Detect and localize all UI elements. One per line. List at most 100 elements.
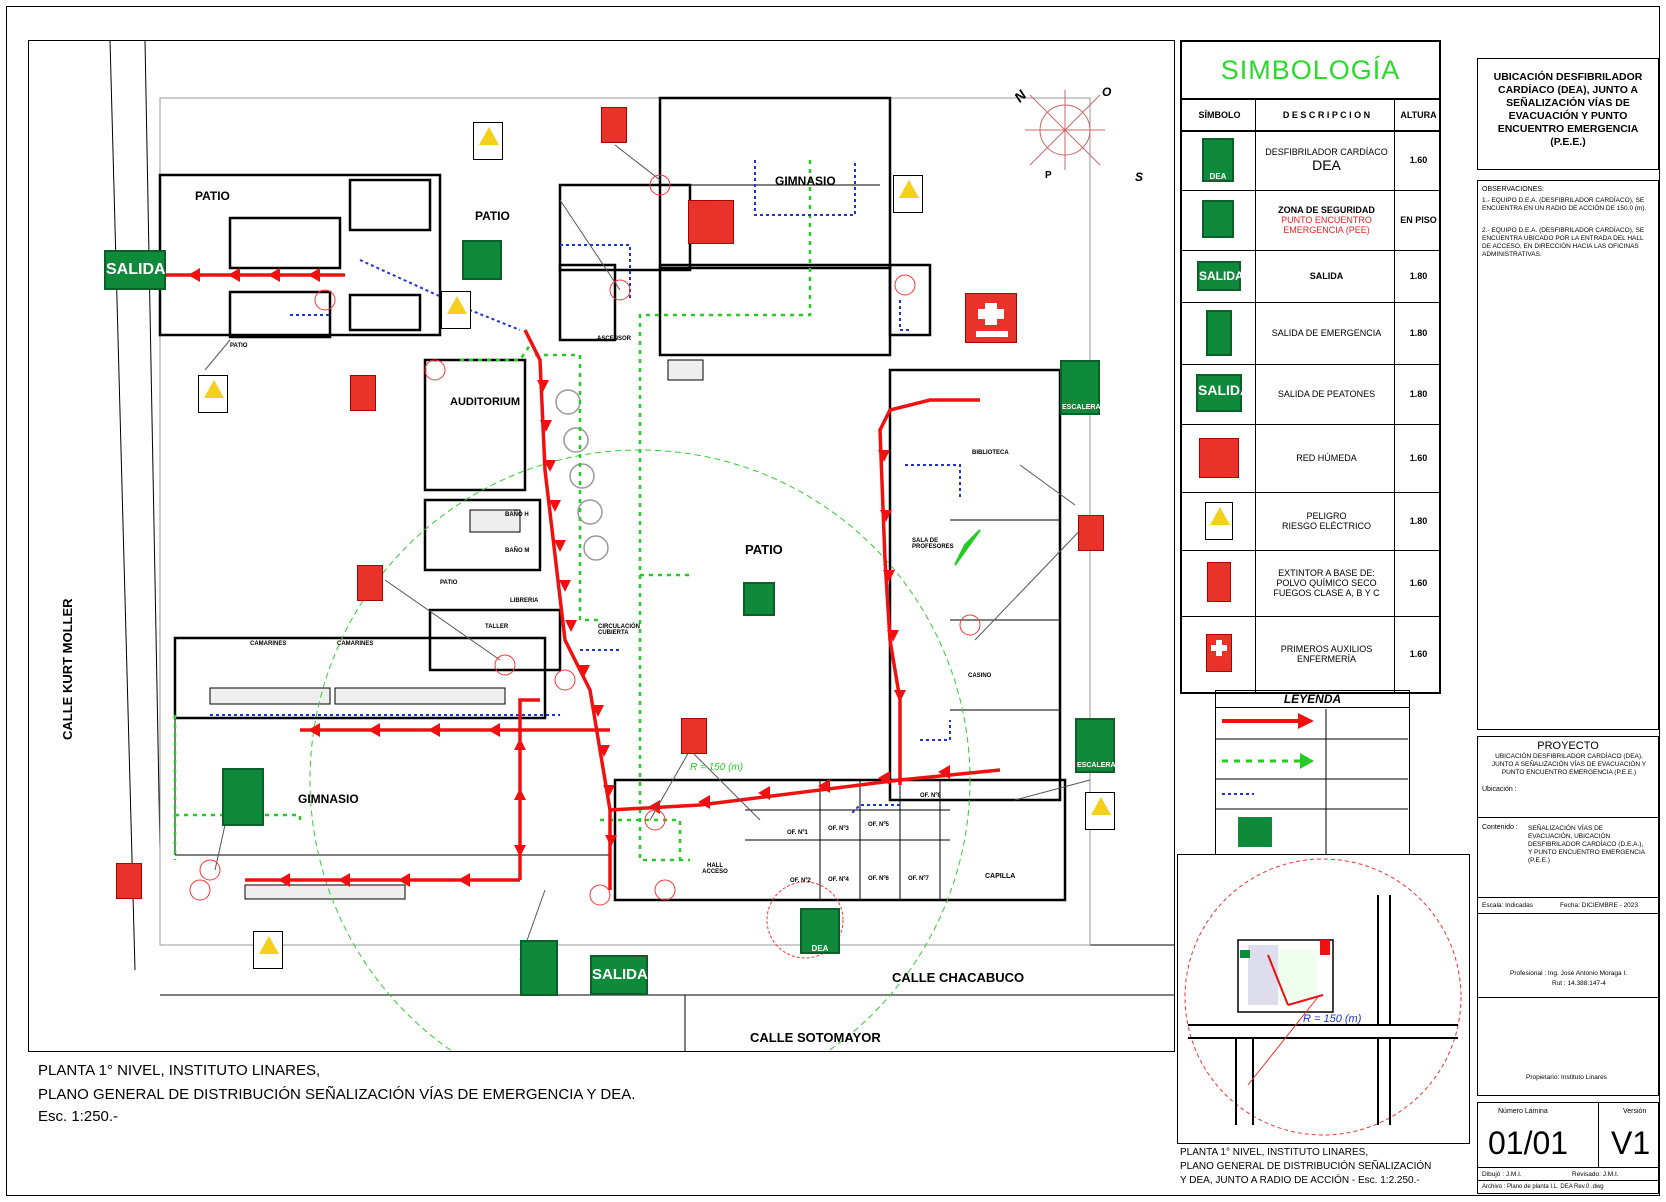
label-patio-small: PATIO [230,343,248,349]
extinguisher-sign-2 [350,375,376,411]
salida-sign-bottom: SALIDA [590,955,648,995]
first-aid-icon [1206,634,1232,672]
fire-hose-icon [1199,438,1239,478]
label-casino: CASINO [968,673,992,679]
emergency-exit-icon [1206,310,1232,356]
plan-caption-line2: PLANO GENERAL DE DISTRIBUCIÓN SEÑALIZACI… [38,1086,636,1103]
extinguisher-sign-5 [1078,515,1104,551]
plan-caption-line3: Esc. 1:250.- [38,1108,119,1125]
label-sala-profesores: SALA DE PROFESORES [912,538,954,550]
label-of2: OF. Nº2 [790,878,811,884]
extinguisher-sign-4 [681,718,707,754]
dea-icon: DEA [1202,138,1234,182]
label-circulacion: CIRCULACIÓN CUBIERTA [598,624,640,636]
meeting-point-icon [1202,200,1234,238]
label-hall: HALL ACCESO [702,863,728,875]
project-box: PROYECTO UBICACIÓN DESFIBRILADOR CARDÍAC… [1477,736,1659,1096]
electric-hazard-sign-4 [198,375,228,413]
floor-plan [109,40,1175,1052]
label-of6: OF. Nº6 [868,876,889,882]
plan-frame [28,40,1175,1052]
salida-icon: SALIDA [1197,261,1244,291]
electric-hazard-sign-1 [473,122,503,160]
sheet-border [6,6,1660,1196]
legend-box: LEYENDA [1215,690,1410,855]
minimap-caption-1: PLANTA 1° NIVEL, INSTITUTO LINARES, [1180,1147,1369,1158]
symbology-row: SALIDA DE EMERGENCIA 1.80 [1182,302,1439,365]
label-biblioteca: BIBLIOTECA [972,450,1009,456]
label-bano-h: BAÑO H [505,512,529,518]
plan-caption-line1: PLANTA 1° NIVEL, INSTITUTO LINARES, [38,1062,321,1079]
observations-box: OBSERVACIONES: 1.- EQUIPO D.E.A. (DESFIB… [1477,180,1659,730]
minimap-radius: R = 150 (m) [1303,1013,1362,1025]
escalera-sign-top: ESCALERA [1060,360,1101,415]
extinguisher-sign-3 [357,565,383,601]
label-of1: OF. Nº1 [787,830,808,836]
label-bano-m: BAÑO M [505,548,530,554]
label-calle-kurt-moller: CALLE KURT MOLLER [60,598,75,740]
first-aid-sign [965,293,1017,343]
label-libreria: LIBRERIA [510,598,539,604]
symbology-row: SALIDA SALIDA DE PEATONES 1.80 [1182,364,1439,425]
extinguisher-icon [1207,562,1231,602]
electric-hazard-icon [1205,502,1233,540]
col-height-header: ALTURA [1396,98,1441,132]
label-of5: OF. Nº5 [868,822,889,828]
label-calle-chacabuco: CALLE CHACABUCO [892,970,1025,985]
extinguisher-sign-1 [601,107,627,143]
sheet-number-box: Número Lámina Versión 01/01 V1 Dibujó : … [1477,1102,1659,1194]
emergency-exit-sign-bottom [520,940,558,996]
label-patio-left: PATIO [440,580,458,586]
compass-p: P [1045,170,1052,181]
label-of4: OF. Nº4 [828,877,849,883]
title-block-header: UBICACIÓN DESFIBRILADOR CARDÍACO (DEA), … [1477,58,1659,170]
minimap-caption-3: Y DEA, JUNTO A RADIO DE ACCIÓN - Esc. 1:… [1180,1175,1420,1186]
label-capilla: CAPILLA [985,873,1016,880]
label-of3: OF. Nº3 [828,826,849,832]
label-patio-top2: PATIO [475,209,510,223]
label-camarines-1: CAMARINES [250,641,287,647]
dea-sign: DEA [800,908,840,954]
symbology-table: SIMBOLOGÍA SÍMBOLO D E S C R I P C I O N… [1180,40,1441,694]
electric-hazard-sign-3 [441,291,471,329]
label-patio-top: PATIO [195,189,230,203]
minimap-frame: R = 150 (m) [1177,854,1470,1144]
symbology-row: EXTINTOR A BASE DE:POLVO QUÍMICO SECO FU… [1182,550,1439,617]
label-radius: R = 150 (m) [690,762,744,773]
label-of8: OF. Nº8 [920,793,941,799]
meeting-point-sign-center [743,582,775,616]
label-taller: TALLER [485,624,509,630]
col-description-header: D E S C R I P C I O N [1257,98,1396,132]
sheet-version: V1 [1611,1125,1651,1161]
label-calle-sotomayor: CALLE SOTOMAYOR [750,1030,881,1045]
meeting-point-sign-top [462,240,502,280]
symbology-row: RED HÚMEDA 1.60 [1182,424,1439,493]
label-gimnasio-left: GIMNASIO [298,792,359,806]
escalera-sign-bottom: ESCALERA [1075,718,1116,773]
col-symbol-header: SÍMBOLO [1182,98,1257,132]
compass-s: S [1135,170,1144,184]
emergency-exit-sign-left [222,768,264,826]
sheet-number: 01/01 [1488,1125,1569,1161]
label-gimnasio-top: GIMNASIO [775,174,836,188]
electric-hazard-sign-5 [1085,792,1115,830]
symbology-row: SALIDA SALIDA 1.80 [1182,250,1439,303]
minimap-caption-2: PLANO GENERAL DE DISTRIBUCIÓN SEÑALIZACI… [1180,1161,1432,1172]
label-camarines-2: CAMARINES [337,641,374,647]
electric-hazard-sign-2 [893,175,923,213]
label-ascensor: ASCENSOR [597,336,632,342]
legend-title: LEYENDA [1216,691,1409,708]
extinguisher-sign-6 [116,863,142,899]
label-patio-center: PATIO [745,542,783,557]
salida-sign-left: SALIDA [104,250,166,290]
electric-hazard-sign-6 [253,931,283,969]
label-of7: OF. Nº7 [908,876,929,882]
fire-hose-sign [688,200,734,244]
symbology-title: SIMBOLOGÍA [1220,55,1401,85]
compass-o: O [1102,85,1112,99]
label-auditorium: AUDITORIUM [450,396,521,408]
